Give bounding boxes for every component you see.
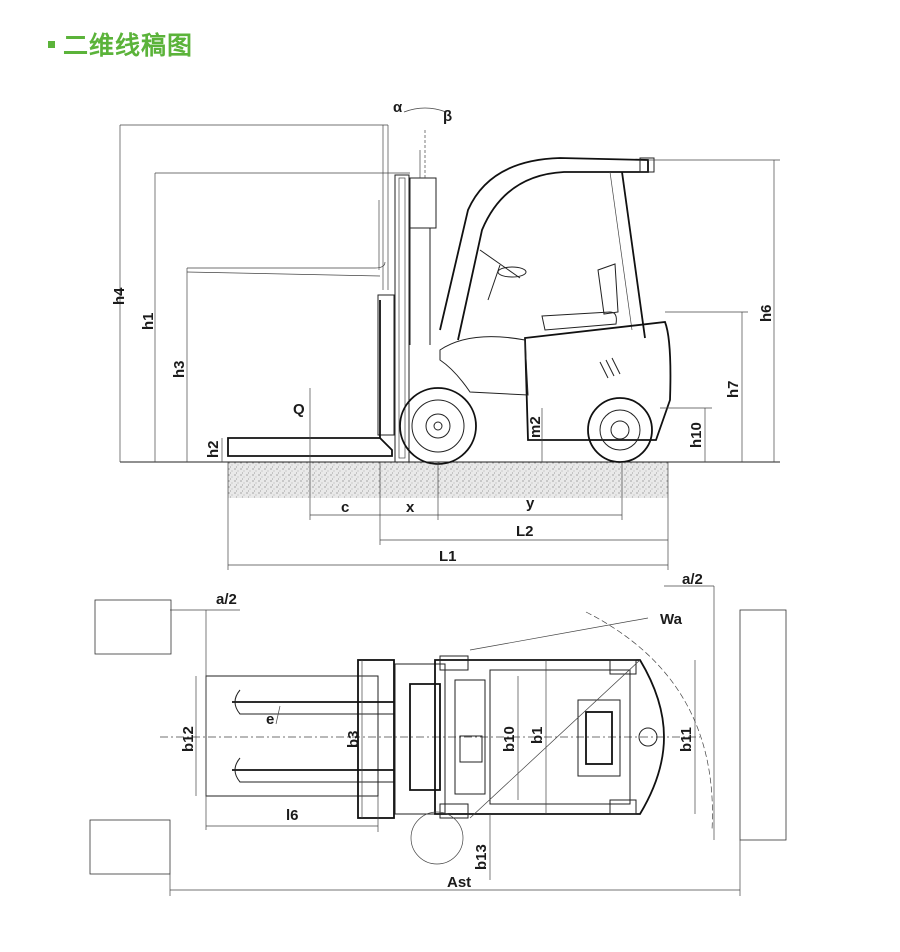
rear-wheel <box>587 397 653 463</box>
ground-gravel <box>228 462 668 498</box>
wall-bottom-left <box>89 819 171 875</box>
side-dimensions <box>119 125 780 570</box>
label-L2: L2 <box>516 523 534 540</box>
top-dimensions <box>169 585 741 896</box>
label-h10: h10 <box>688 422 705 448</box>
page-title: 二维线稿图 <box>63 31 194 60</box>
mast <box>377 107 447 463</box>
label-beta: β <box>443 108 452 125</box>
label-Q: Q <box>293 401 305 418</box>
dimension-labels: α β h4 h1 h3 h2 h6 h7 h10 m2 Q c x y L2 … <box>111 99 775 891</box>
label-h6: h6 <box>758 304 775 322</box>
label-b1: b1 <box>529 726 546 744</box>
label-x: x <box>406 499 415 516</box>
top-view <box>89 585 787 896</box>
label-b12: b12 <box>180 726 197 752</box>
label-l6: l6 <box>286 807 299 824</box>
label-h1: h1 <box>140 312 157 330</box>
label-alpha: α <box>393 99 403 116</box>
label-b10: b10 <box>501 726 518 752</box>
label-b13: b13 <box>473 844 490 870</box>
label-Wa: Wa <box>660 611 683 628</box>
front-wheel <box>399 387 477 465</box>
label-Ast: Ast <box>447 874 471 891</box>
carriage-top <box>357 659 395 819</box>
side-view <box>119 107 780 570</box>
label-b3: b3 <box>345 730 362 748</box>
label-a2-left: a/2 <box>216 591 237 608</box>
mast-extended <box>120 124 410 290</box>
label-L1: L1 <box>439 548 457 565</box>
label-e: e <box>266 711 274 728</box>
truck-body <box>439 157 672 441</box>
label-h4: h4 <box>111 287 128 305</box>
label-y: y <box>526 495 535 512</box>
wall-top-left <box>94 599 172 655</box>
wall-right <box>739 609 787 841</box>
forks-top <box>232 701 395 771</box>
truck-body-top <box>434 655 665 819</box>
page-header: 二维线稿图 <box>48 26 193 62</box>
label-a2-right: a/2 <box>682 571 703 588</box>
label-b11: b11 <box>678 727 695 752</box>
forks-lowered <box>227 300 393 457</box>
label-h7: h7 <box>725 380 742 398</box>
turning-center <box>410 811 464 865</box>
label-h3: h3 <box>171 360 188 378</box>
label-h2: h2 <box>205 440 222 458</box>
label-m2: m2 <box>527 416 544 438</box>
label-c: c <box>341 499 349 516</box>
header-bullet-icon <box>48 40 55 48</box>
